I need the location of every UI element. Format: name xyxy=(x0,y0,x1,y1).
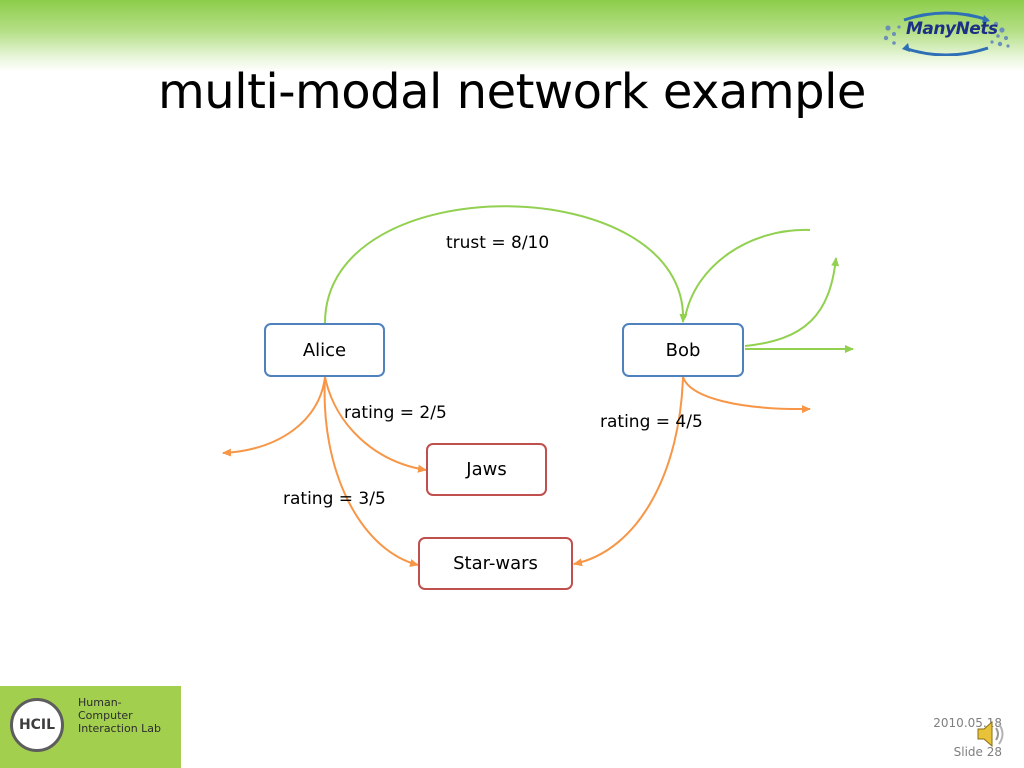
header-band xyxy=(0,0,1024,72)
edge-rating-alice-starwars xyxy=(323,376,419,567)
node-jaws: Jaws xyxy=(426,443,547,496)
edge-label-bob-starwars: rating = 4/5 xyxy=(600,412,703,432)
edge-rating-alice-outgoing xyxy=(222,376,326,457)
hcil-lab-name-line: Interaction Lab xyxy=(78,722,162,735)
node-bob: Bob xyxy=(622,323,744,377)
node-alice: Alice xyxy=(264,323,385,377)
hcil-logo: HCIL Human- Computer Interaction Lab xyxy=(0,686,181,768)
edge-trust-outgoing-up xyxy=(744,257,840,347)
edge-label-alice-jaws: rating = 2/5 xyxy=(344,403,447,423)
footer-slide-number: Slide 28 xyxy=(953,745,1002,759)
manynets-logo-graphic xyxy=(883,11,1010,57)
edge-trust-incoming xyxy=(684,228,811,319)
edge-rating-bob-outgoing xyxy=(682,376,811,414)
manynets-logo-text: ManyNets xyxy=(906,19,998,39)
footer-date: 2010.05.18 xyxy=(933,716,1002,730)
slide-title: multi-modal network example xyxy=(158,64,866,120)
hcil-lab-name-line: Human- xyxy=(78,696,122,709)
edge-trust-alice-bob xyxy=(324,205,688,324)
edge-rating-alice-jaws xyxy=(324,376,427,473)
edge-rating-bob-starwars xyxy=(573,376,684,567)
hcil-lab-name-line: Computer xyxy=(78,709,133,722)
hcil-logo-circle: HCIL xyxy=(10,698,64,752)
speaker-icon-graphic xyxy=(977,720,1004,748)
node-starwars: Star-wars xyxy=(418,537,573,590)
speaker-icon[interactable] xyxy=(974,716,1008,752)
edge-label-alice-starwars: rating = 3/5 xyxy=(283,489,386,509)
hcil-lab-name: Human- Computer Interaction Lab xyxy=(78,696,178,735)
manynets-logo: ManyNets xyxy=(880,10,1012,57)
edge-label-trust: trust = 8/10 xyxy=(446,233,550,253)
